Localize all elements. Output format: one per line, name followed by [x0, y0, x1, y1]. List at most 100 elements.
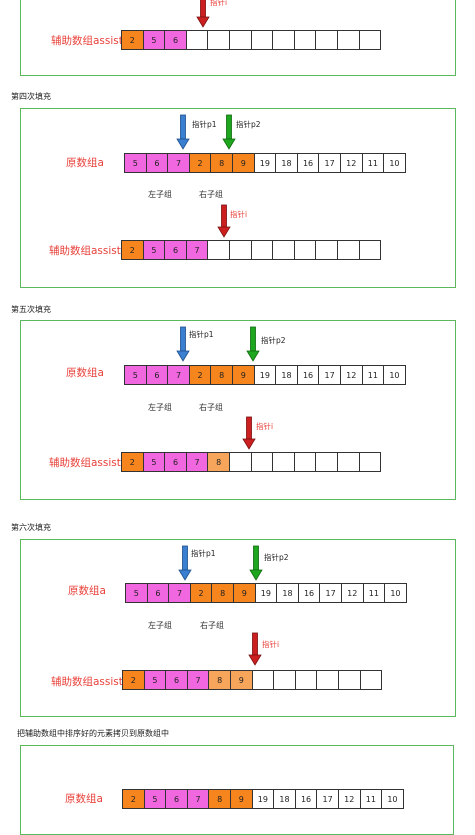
array-a-cell: 6 — [145, 153, 169, 173]
assist-cell — [207, 240, 230, 260]
section-title: 把辅助数组中排序好的元素拷贝到原数组中 — [17, 729, 169, 738]
assist-cell — [272, 30, 295, 50]
assist-cell — [315, 30, 338, 50]
assist-cell — [272, 240, 295, 260]
assist-cell: 6 — [164, 30, 187, 50]
array-a-cell: 7 — [167, 153, 190, 173]
assist-cell: 7 — [185, 240, 209, 260]
assist-cell — [337, 670, 361, 690]
assist-cell: 8 — [207, 452, 230, 472]
array-a-cell: 12 — [337, 789, 361, 809]
array-a-cell: 16 — [296, 153, 320, 173]
pointer-i-label: 指针i — [262, 640, 280, 649]
array-a-cell: 16 — [297, 583, 321, 603]
assist-cell: 2 — [121, 240, 144, 260]
array-a-label: 原数组a — [65, 793, 103, 805]
array-a-cell: 16 — [294, 789, 318, 809]
right-subgroup-label: 右子组 — [200, 621, 224, 630]
assist-cell — [185, 30, 209, 50]
assist-cell — [273, 670, 296, 690]
assist-cell — [250, 452, 274, 472]
array-a-cell: 18 — [276, 583, 299, 603]
left-subgroup-label: 左子组 — [148, 621, 172, 630]
array-a-cell: 12 — [339, 365, 363, 385]
array-a-label: 原数组a — [66, 367, 104, 379]
assist-cell — [250, 30, 274, 50]
array-a-cell: 6 — [165, 789, 188, 809]
array-a-cell: 9 — [231, 365, 255, 385]
array-a-cell: 2 — [189, 583, 213, 603]
blue-arrow-icon — [176, 114, 190, 150]
array-a-cell: 17 — [318, 365, 341, 385]
array-a-cell: 9 — [232, 583, 256, 603]
red-arrow-icon — [217, 204, 231, 238]
pointer-p1-label: 指针p1 — [191, 549, 216, 558]
pointer-p2-label: 指针p2 — [236, 120, 261, 129]
array-a-cell: 5 — [124, 153, 147, 173]
assist-cell: 5 — [142, 30, 166, 50]
assist-cell — [272, 452, 295, 472]
array-a-cell: 5 — [125, 583, 148, 603]
assist-cell: 5 — [142, 240, 166, 260]
blue-arrow-icon — [178, 545, 192, 581]
array-a-cell: 12 — [339, 153, 363, 173]
assist-cell: 5 — [142, 452, 166, 472]
array-a-cell: 7 — [168, 583, 191, 603]
array-a-cell: 7 — [167, 365, 190, 385]
array-a-cell: 19 — [254, 583, 278, 603]
array-a-cell: 17 — [318, 153, 341, 173]
array-a-cell: 9 — [231, 153, 255, 173]
assist-cell — [358, 30, 382, 50]
assist-cell — [228, 452, 252, 472]
assist-array-label: 辅助数组assist — [51, 35, 123, 47]
assist-cell — [315, 452, 338, 472]
array-a-cell: 7 — [186, 789, 210, 809]
pointer-p2-label: 指针p2 — [264, 553, 289, 562]
array-a-label: 原数组a — [66, 157, 104, 169]
assist-cell: 2 — [121, 30, 144, 50]
assist-array-label: 辅助数组assist — [51, 676, 123, 688]
left-subgroup-label: 左子组 — [148, 190, 172, 199]
array-a-cell: 12 — [340, 583, 364, 603]
assist-cell — [359, 670, 383, 690]
array-a-cell: 16 — [296, 365, 320, 385]
assist-cell — [293, 30, 317, 50]
pointer-i-label: 指针i — [256, 422, 274, 431]
array-a-cell: 17 — [319, 583, 342, 603]
assist-cell — [228, 240, 252, 260]
assist-cell — [251, 670, 275, 690]
section-title: 第五次填充 — [11, 305, 51, 314]
array-a-cell: 11 — [361, 365, 385, 385]
red-arrow-icon — [242, 416, 256, 450]
pointer-p1-label: 指针p1 — [189, 330, 214, 339]
array-a-cell: 19 — [253, 365, 277, 385]
array-a-cell: 2 — [188, 365, 212, 385]
red-arrow-icon — [196, 0, 210, 28]
array-a-label: 原数组a — [68, 585, 106, 597]
section-title: 第六次填充 — [11, 523, 51, 532]
array-a-cell: 18 — [275, 153, 298, 173]
pointer-p1-label: 指针p1 — [192, 120, 217, 129]
array-a-cell: 19 — [253, 153, 277, 173]
array-a-cell: 18 — [275, 365, 298, 385]
array-a-cell: 2 — [122, 789, 145, 809]
array-a-cell: 10 — [381, 789, 404, 809]
array-a-cell: 19 — [251, 789, 275, 809]
assist-cell — [294, 670, 318, 690]
section-title: 第四次填充 — [11, 92, 51, 101]
array-a-cell: 17 — [316, 789, 339, 809]
assist-cell — [358, 452, 382, 472]
assist-cell — [336, 240, 360, 260]
assist-cell: 9 — [229, 670, 253, 690]
array-a-cell: 8 — [208, 789, 231, 809]
